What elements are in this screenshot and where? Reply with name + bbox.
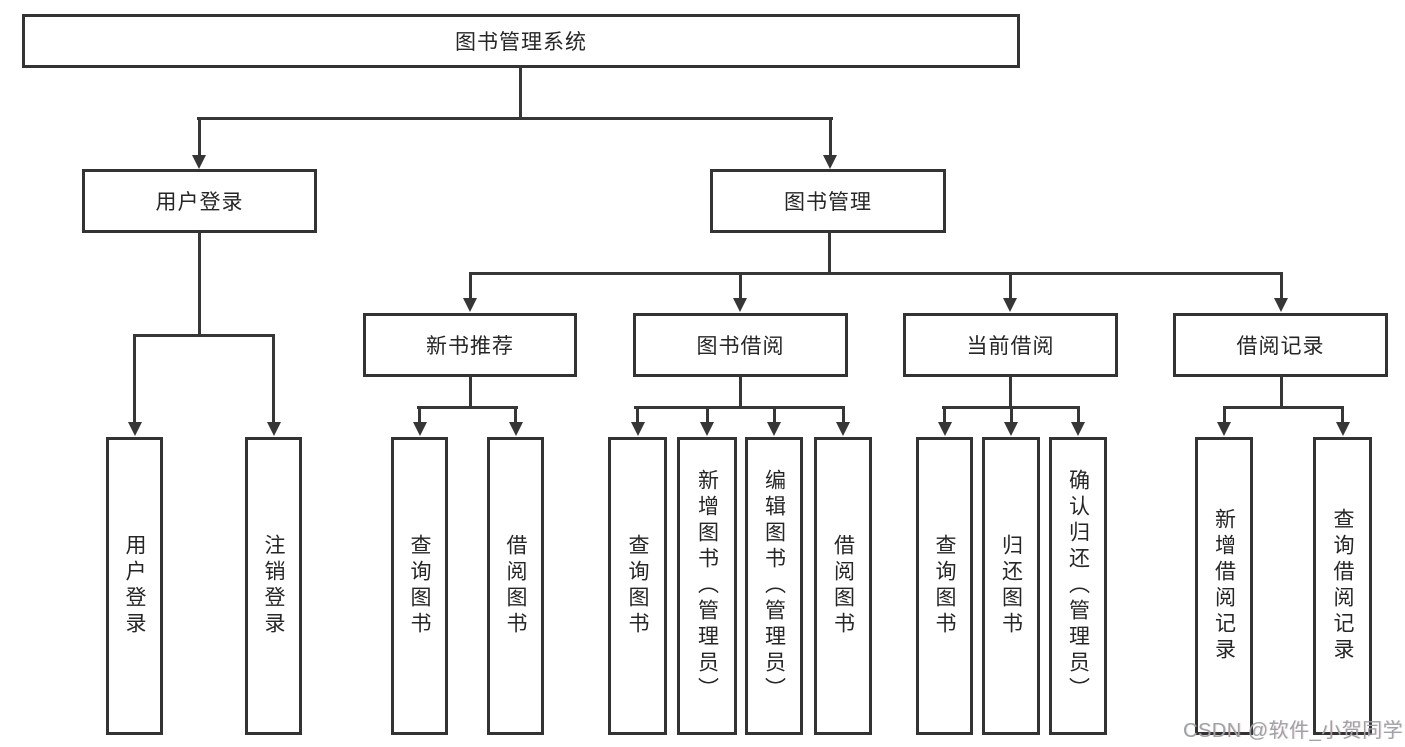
node-library-management-system: 图书管理系统 [22,14,1020,68]
connector-arrowhead-icon [1004,422,1018,436]
leaf-user-login: 用户登录 [106,437,163,735]
connector-arrowhead-icon [266,422,281,436]
leaf-query-books-recommend: 查询图书 [391,437,448,735]
connector-arrowhead-icon [1217,422,1231,436]
node-new-book-recommend: 新书推荐 [363,313,577,377]
connector-line [1222,406,1226,423]
connector-arrowhead-icon [127,422,142,436]
connector-line [633,406,845,409]
connector-arrowhead-icon [1335,422,1350,436]
connector-arrowhead-icon [937,422,952,436]
connector-line [1008,375,1012,409]
connector-arrowhead-icon [508,422,523,436]
leaf-label: 查询借阅记录 [1331,508,1354,664]
connector-line [197,231,201,336]
connector-line [418,406,421,423]
connector-arrowhead-icon [836,422,850,436]
node-user-login: 用户登录 [82,169,317,233]
leaf-add-books-admin: 新增图书（管理员） [677,437,737,735]
node-book-management: 图书管理 [710,169,946,233]
connector-line [827,231,831,275]
connector-arrowhead-icon [463,298,477,312]
leaf-borrow-books: 借阅图书 [814,437,872,735]
connector-line [1341,406,1344,423]
leaf-label: 新增图书（管理员） [695,469,719,703]
connector-arrowhead-icon [1003,298,1017,312]
leaf-label: 注销登录 [262,534,285,638]
leaf-label: 编辑图书（管理员） [762,469,786,703]
connector-line [1222,406,1344,409]
connector-line [197,117,833,120]
connector-line [416,406,518,409]
leaf-confirm-return-admin: 确认归还（管理员） [1049,437,1107,735]
connector-line [738,272,742,299]
connector-arrowhead-icon [733,298,747,312]
connector-line [1076,406,1080,423]
node-book-borrow: 图书借阅 [633,313,848,377]
connector-line [133,334,136,423]
connector-line [519,66,522,119]
leaf-label: 确认归还（管理员） [1066,469,1090,703]
connector-line [1279,375,1283,409]
connector-arrowhead-icon [630,422,645,436]
connector-line [841,406,845,423]
leaf-return-books: 归还图书 [982,437,1040,735]
connector-arrowhead-icon [767,422,781,436]
leaf-borrow-books-recommend: 借阅图书 [487,437,544,735]
connector-line [468,272,472,299]
connector-line [943,406,946,423]
leaf-query-books-borrow: 查询图书 [608,437,667,735]
leaf-label: 用户登录 [123,534,146,638]
leaf-query-borrow-record: 查询借阅记录 [1313,437,1372,735]
connector-line [705,406,709,423]
node-current-borrow: 当前借阅 [903,313,1118,377]
connector-line [468,375,472,409]
leaf-add-borrow-record: 新增借阅记录 [1195,437,1253,735]
connector-arrowhead-icon [192,155,206,169]
connector-arrowhead-icon [1071,422,1085,436]
leaf-label: 查询图书 [933,534,956,638]
connector-line [468,272,1283,275]
connector-line [514,406,517,423]
connector-line [1279,272,1283,299]
leaf-query-books-current: 查询图书 [916,437,973,735]
csdn-watermark: CSDN @软件_小贺同学 [1183,720,1404,742]
leaf-label: 借阅图书 [831,534,855,638]
connector-arrowhead-icon [823,155,837,169]
connector-line [197,117,201,156]
connector-line [636,406,639,423]
connector-line [738,375,742,409]
leaf-edit-books-admin: 编辑图书（管理员） [745,437,803,735]
connector-arrowhead-icon [700,422,714,436]
connector-line [828,117,832,156]
connector-line [772,406,776,423]
connector-line [1008,272,1012,299]
node-borrow-record: 借阅记录 [1173,313,1388,377]
leaf-logout: 注销登录 [245,437,302,735]
leaf-label: 借阅图书 [504,534,527,638]
connector-arrowhead-icon [1274,298,1288,312]
connector-line [1009,406,1013,423]
connector-arrowhead-icon [412,422,427,436]
connector-line [133,334,275,337]
connector-line [272,334,275,423]
leaf-label: 归还图书 [999,534,1023,638]
leaf-label: 查询图书 [626,534,649,638]
leaf-label: 查询图书 [408,534,431,638]
leaf-label: 新增借阅记录 [1212,508,1236,664]
